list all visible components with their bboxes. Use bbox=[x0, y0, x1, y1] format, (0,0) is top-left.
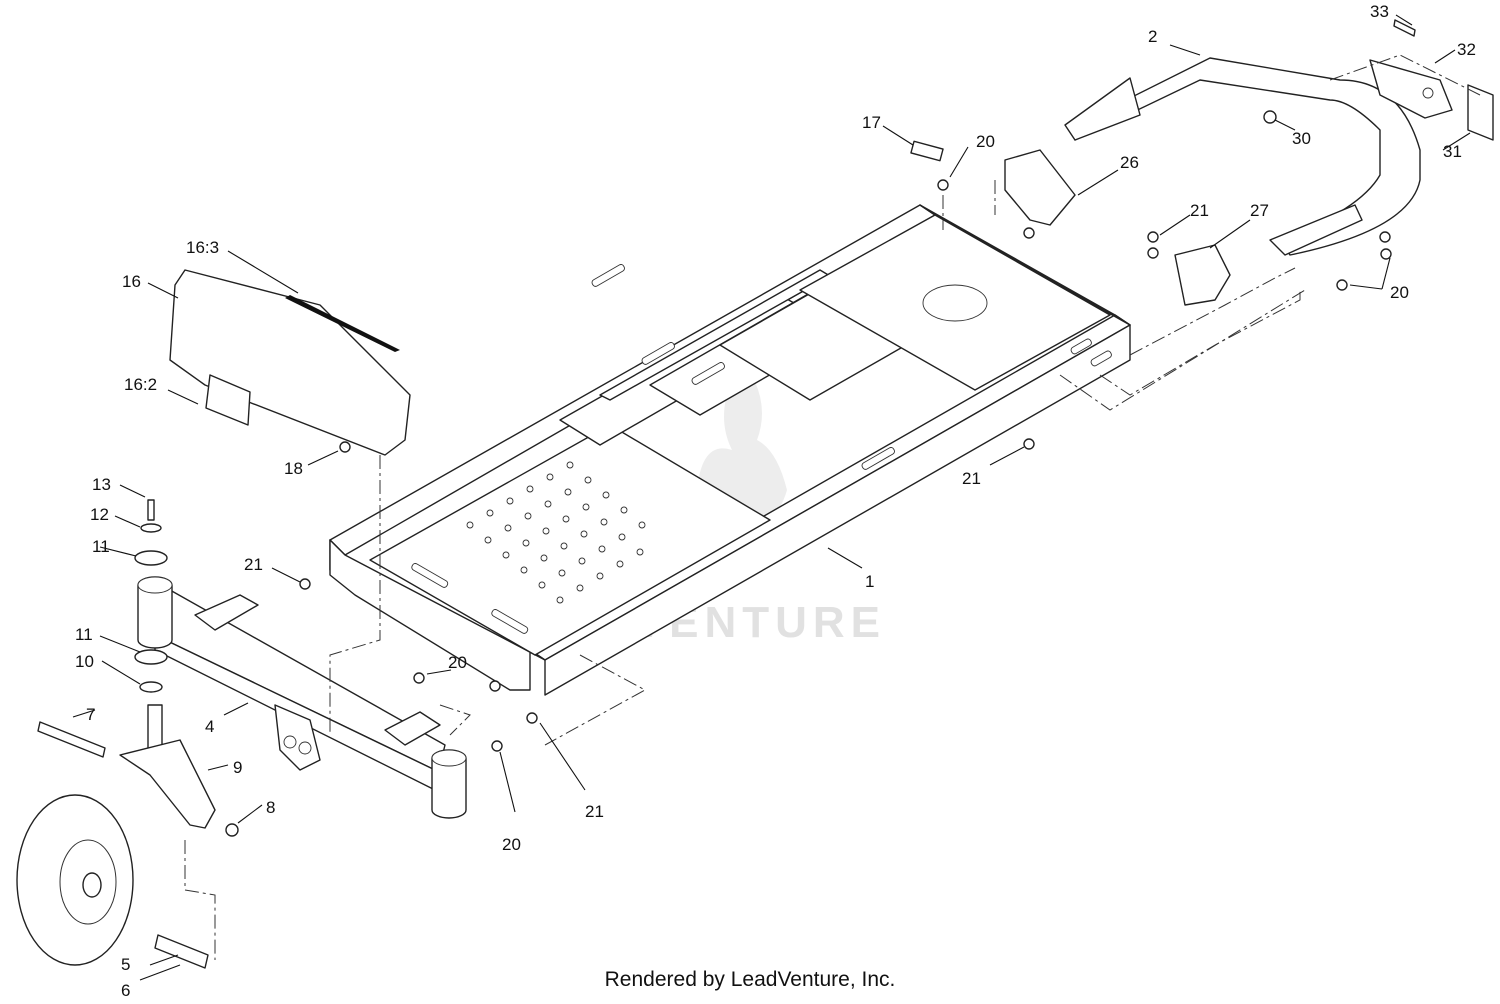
callout-20-front: 20 bbox=[448, 653, 467, 672]
callout-2: 2 bbox=[1148, 27, 1157, 46]
callout-31: 31 bbox=[1443, 142, 1462, 161]
front-cover bbox=[169, 140, 944, 456]
front-axle bbox=[137, 576, 467, 819]
callout-13: 13 bbox=[92, 475, 111, 494]
callout-30: 30 bbox=[1292, 129, 1311, 148]
callout-17: 17 bbox=[862, 113, 881, 132]
callout-33: 33 bbox=[1370, 2, 1389, 21]
callout-7: 7 bbox=[86, 705, 95, 724]
mount-brackets bbox=[1004, 149, 1392, 306]
callout-16-3: 16:3 bbox=[186, 238, 219, 257]
callout-21-bottom: 21 bbox=[585, 802, 604, 821]
assembly-lines bbox=[184, 54, 1481, 960]
callout-8: 8 bbox=[266, 798, 275, 817]
floor-perforations bbox=[466, 461, 646, 604]
rear-bumper bbox=[1064, 19, 1494, 256]
callout-21-right: 21 bbox=[962, 469, 981, 488]
callout-16: 16 bbox=[122, 272, 141, 291]
callout-5: 5 bbox=[121, 955, 130, 974]
callout-20-top: 20 bbox=[976, 132, 995, 151]
callout-20-rear: 20 bbox=[1390, 283, 1409, 302]
callout-21-left: 21 bbox=[244, 555, 263, 574]
callout-6: 6 bbox=[121, 981, 130, 1000]
footer-credit: Rendered by LeadVenture, Inc. bbox=[604, 968, 896, 991]
callout-16-2: 16:2 bbox=[124, 375, 157, 394]
callout-9: 9 bbox=[233, 758, 242, 777]
callout-4: 4 bbox=[205, 717, 214, 736]
callout-21-top: 21 bbox=[1190, 201, 1209, 220]
callout-32: 32 bbox=[1457, 40, 1476, 59]
fasteners bbox=[299, 179, 1035, 752]
callout-20-bottom: 20 bbox=[502, 835, 521, 854]
callout-18: 18 bbox=[284, 459, 303, 478]
callout-27: 27 bbox=[1250, 201, 1269, 220]
main-frame bbox=[329, 204, 1131, 696]
callout-11-upper: 11 bbox=[92, 537, 110, 556]
callout-26: 26 bbox=[1120, 153, 1139, 172]
leader-lines bbox=[72, 14, 1471, 981]
caster-assembly bbox=[16, 499, 239, 969]
callout-12: 12 bbox=[90, 505, 109, 524]
callout-1: 1 bbox=[865, 572, 874, 591]
callout-11-lower: 11 bbox=[75, 625, 93, 644]
callout-labels: 1 2 4 5 6 7 8 9 10 11 11 12 13 16 16:2 1… bbox=[75, 2, 1476, 1000]
callout-10: 10 bbox=[75, 652, 94, 671]
